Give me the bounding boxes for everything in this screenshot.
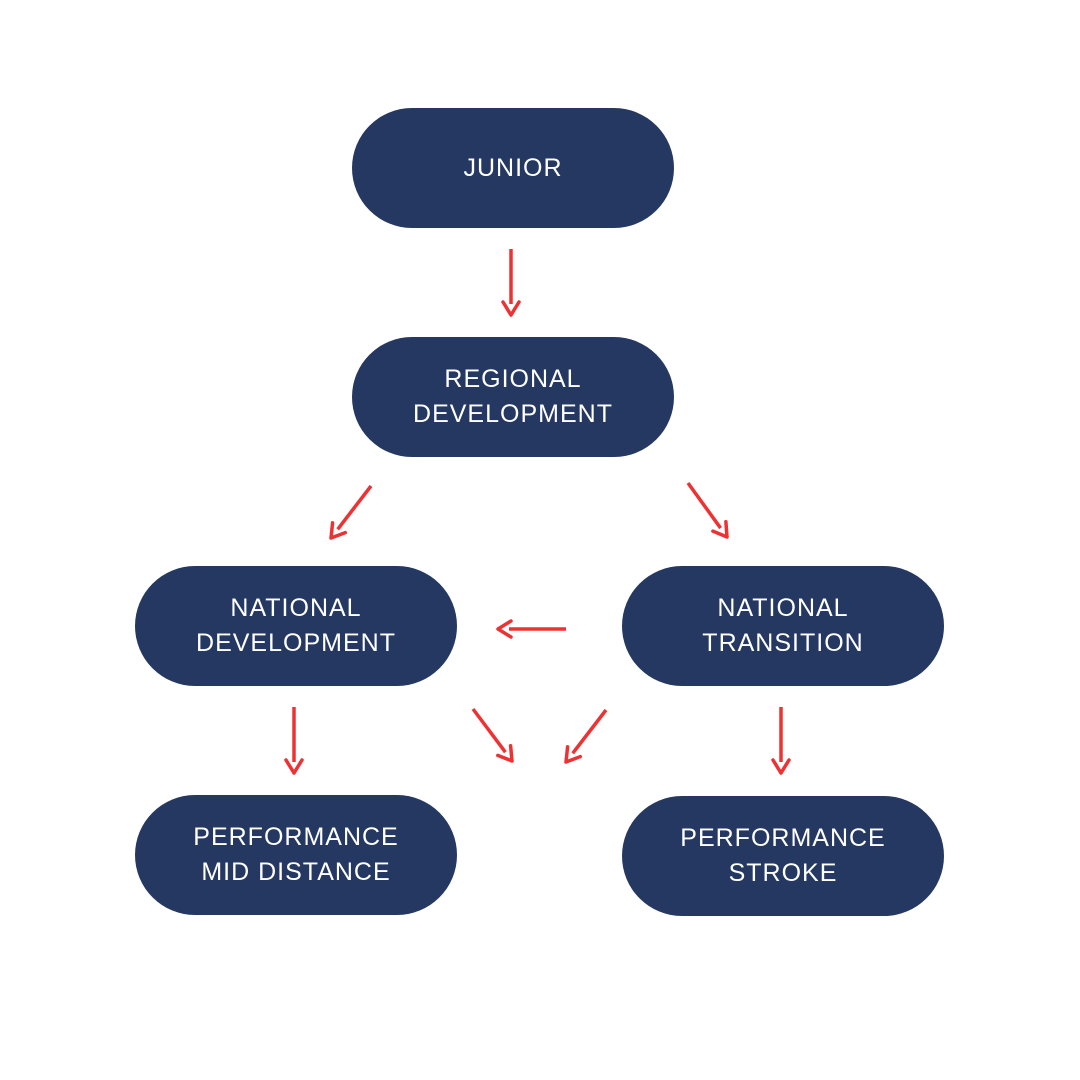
arrow-national-development-to-merge (471, 707, 514, 763)
node-regional-development: REGIONAL DEVELOPMENT (352, 337, 674, 457)
arrow-national-development-to-performance-mid-distance (284, 707, 304, 775)
node-performance-mid-distance: PERFORMANCE MID DISTANCE (135, 795, 457, 915)
arrow-head (711, 520, 729, 539)
node-performance-stroke-label-1: PERFORMANCE (680, 824, 886, 852)
arrow-head (564, 745, 583, 764)
arrow-national-transition-to-performance-stroke (771, 707, 791, 775)
arrow-shaft (571, 708, 608, 755)
arrow-head (284, 758, 304, 775)
arrow-shaft (686, 481, 722, 530)
node-national-transition-label-2: TRANSITION (702, 629, 864, 657)
node-performance-stroke-label-2: STROKE (728, 859, 838, 887)
arrow-national-transition-to-national-development (496, 619, 566, 639)
arrow-head (329, 521, 348, 540)
node-national-development-label-1: NATIONAL (230, 594, 362, 622)
node-national-transition-label-1: NATIONAL (717, 594, 849, 622)
arrow-regional-development-to-national-development (329, 484, 373, 540)
arrow-national-transition-to-merge (564, 708, 608, 764)
node-national-transition: NATIONAL TRANSITION (622, 566, 944, 686)
arrow-head (771, 758, 791, 775)
node-junior: JUNIOR (352, 108, 674, 228)
arrow-head (501, 300, 521, 317)
node-performance-mid-distance-label-2: MID DISTANCE (201, 858, 391, 886)
node-regional-development-label-2: DEVELOPMENT (413, 400, 613, 428)
arrow-head (496, 744, 514, 763)
arrow-shaft (336, 484, 373, 531)
arrow-regional-development-to-national-transition (686, 481, 729, 539)
node-performance-mid-distance-label-1: PERFORMANCE (193, 823, 399, 851)
node-regional-development-label-1: REGIONAL (444, 365, 582, 393)
arrow-junior-to-regional-development (501, 249, 521, 317)
node-junior-label: JUNIOR (463, 153, 563, 182)
node-national-development-label-2: DEVELOPMENT (196, 629, 396, 657)
arrow-shaft (471, 707, 507, 754)
arrow-head (496, 619, 513, 639)
node-performance-stroke: PERFORMANCE STROKE (622, 796, 944, 916)
node-national-development: NATIONAL DEVELOPMENT (135, 566, 457, 686)
